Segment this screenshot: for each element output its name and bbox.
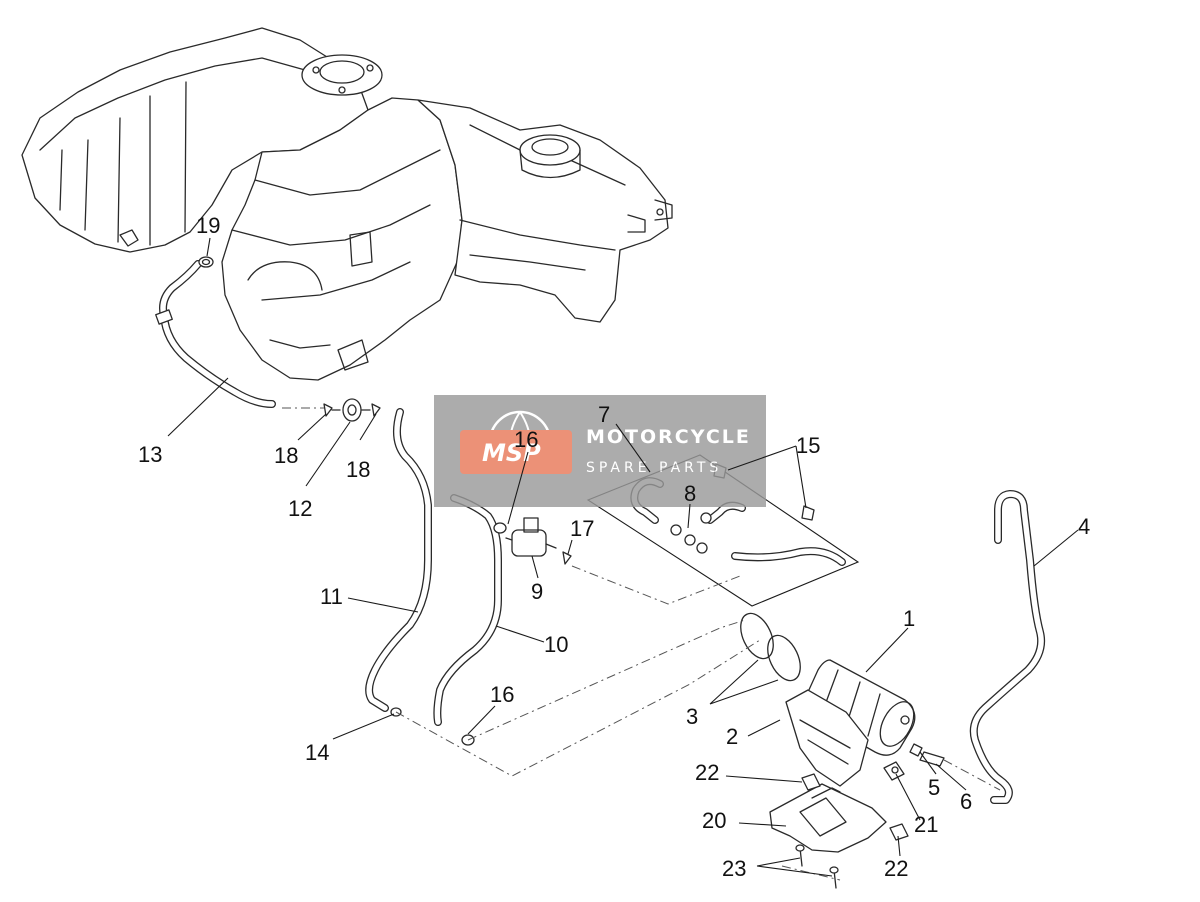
callout-17: 17 [570, 516, 594, 541]
callout-5: 5 [928, 775, 940, 800]
callout-22-upper: 22 [695, 760, 719, 785]
callout-11: 11 [320, 584, 343, 609]
plug-6 [919, 751, 945, 767]
callout-1: 1 [903, 606, 915, 631]
connection-lines [282, 407, 1001, 881]
screws-23 [795, 844, 839, 889]
clamp-18-right [371, 403, 381, 417]
callout-20: 20 [702, 808, 726, 833]
clamp-3 [740, 612, 801, 682]
fuel-tank-assembly [21, 27, 673, 381]
clamp-19 [198, 256, 214, 268]
callout-7: 7 [598, 402, 610, 427]
bracket-2 [785, 689, 869, 787]
callout-18-right: 18 [346, 457, 370, 482]
watermark-logo-badge [460, 430, 572, 474]
callout-4: 4 [1078, 514, 1090, 539]
clamp-18-left [323, 403, 333, 417]
clip-22-upper [801, 773, 821, 791]
callout-16-top: 16 [514, 427, 538, 452]
leader-lines [167, 237, 1079, 877]
callout-16-bottom: 16 [490, 682, 514, 707]
clamp-16-top [493, 522, 507, 534]
callout-6: 6 [960, 789, 972, 814]
callout-14: 14 [305, 740, 329, 765]
callout-19: 19 [196, 213, 220, 238]
callout-9: 9 [531, 579, 543, 604]
clamp-5 [909, 743, 923, 757]
callout-22-lower: 22 [884, 856, 908, 881]
callout-10: 10 [544, 632, 568, 657]
solenoid-valve-9 [505, 517, 557, 557]
hose-10 [433, 494, 502, 726]
clip-22-lower [889, 823, 909, 841]
hose-13 [155, 260, 276, 408]
callout-23: 23 [722, 856, 746, 881]
hose-11 [365, 408, 432, 712]
callout-3: 3 [686, 704, 698, 729]
watermark-line2: SPARE PARTS [586, 460, 722, 476]
watermark-line1: MOTORCYCLE [586, 426, 751, 448]
valve-12 [331, 398, 371, 422]
callout-18-left: 18 [274, 443, 298, 468]
clamp-17 [562, 551, 572, 565]
watermark-logo-text: MSP [482, 439, 541, 467]
callout-21: 21 [914, 812, 938, 837]
callout-2: 2 [726, 724, 738, 749]
callout-8: 8 [684, 481, 696, 506]
callout-12: 12 [288, 496, 312, 521]
callout-labels: 19 13 18 12 18 7 8 15 16 17 9 10 11 14 1… [138, 213, 1090, 881]
base-plate-20 [769, 783, 887, 853]
canister-1 [803, 659, 916, 756]
fastener-21 [883, 761, 905, 781]
watermark: MSP MOTORCYCLE SPARE PARTS [434, 395, 766, 507]
callout-15: 15 [796, 433, 820, 458]
callout-13: 13 [138, 442, 162, 467]
hose-4 [969, 490, 1046, 804]
